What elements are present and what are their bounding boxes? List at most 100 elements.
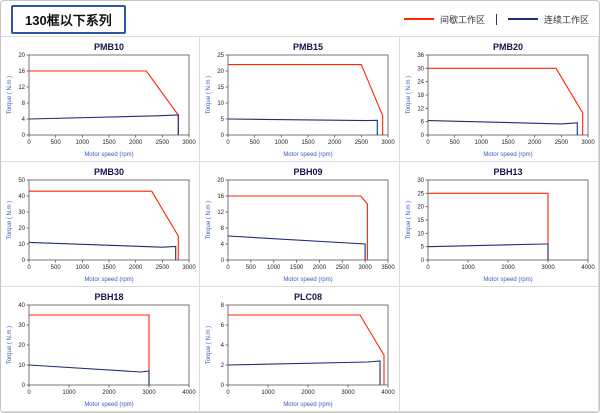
svg-text:2000: 2000 — [528, 140, 542, 146]
svg-text:500: 500 — [250, 140, 261, 146]
svg-text:30: 30 — [18, 323, 25, 329]
svg-text:500: 500 — [246, 265, 257, 271]
svg-text:2500: 2500 — [156, 140, 170, 146]
svg-text:10: 10 — [18, 363, 25, 369]
x-axis-label: Motor speed (rpm) — [483, 152, 532, 158]
svg-text:0: 0 — [221, 133, 225, 139]
svg-text:2000: 2000 — [129, 140, 143, 146]
svg-text:6: 6 — [420, 120, 424, 126]
svg-text:3000: 3000 — [382, 140, 396, 146]
svg-text:0: 0 — [426, 140, 430, 146]
svg-text:0: 0 — [420, 133, 424, 139]
svg-text:50: 50 — [18, 178, 25, 184]
chart-title: PMB30 — [94, 167, 124, 177]
svg-text:2500: 2500 — [554, 140, 568, 146]
svg-text:1500: 1500 — [102, 140, 116, 146]
svg-text:1000: 1000 — [275, 140, 289, 146]
svg-text:0: 0 — [27, 140, 31, 146]
svg-text:8: 8 — [221, 226, 225, 232]
svg-text:0: 0 — [22, 133, 26, 139]
x-axis-label: Motor speed (rpm) — [483, 277, 532, 283]
svg-text:3000: 3000 — [359, 265, 373, 271]
chart-title: PBH13 — [493, 167, 522, 177]
svg-text:2000: 2000 — [102, 390, 116, 396]
svg-text:16: 16 — [18, 69, 25, 75]
svg-text:18: 18 — [417, 93, 424, 99]
svg-text:1000: 1000 — [76, 140, 90, 146]
svg-text:10: 10 — [417, 231, 424, 237]
svg-text:3000: 3000 — [342, 390, 356, 396]
y-axis-label: Torque ( N.m ) — [7, 326, 13, 364]
svg-text:10: 10 — [18, 242, 25, 248]
plot-area — [228, 304, 389, 386]
svg-text:4000: 4000 — [382, 390, 396, 396]
y-axis-label: Torque ( N.m ) — [7, 76, 13, 114]
svg-text:3000: 3000 — [142, 390, 156, 396]
svg-text:4: 4 — [22, 117, 26, 123]
plot-area — [228, 54, 389, 136]
x-axis-label: Motor speed (rpm) — [284, 152, 333, 158]
svg-text:5: 5 — [420, 245, 424, 251]
x-axis-label: Motor speed (rpm) — [84, 402, 133, 408]
y-axis-label: Torque ( N.m ) — [406, 201, 412, 239]
header-bar: 130框以下系列 间歇工作区 连续工作区 — [1, 1, 599, 37]
svg-text:0: 0 — [22, 383, 26, 389]
chart-title: PBH09 — [294, 167, 323, 177]
svg-text:4: 4 — [221, 343, 225, 349]
plot-area — [28, 179, 190, 261]
y-axis-label: Torque ( N.m ) — [206, 76, 212, 114]
plot-area — [427, 179, 589, 261]
svg-text:2000: 2000 — [313, 265, 327, 271]
svg-text:40: 40 — [18, 194, 25, 200]
legend-continuous-label: 连续工作区 — [543, 14, 589, 25]
svg-text:1500: 1500 — [102, 265, 116, 271]
series-title-box: 130框以下系列 — [11, 4, 126, 34]
svg-text:15: 15 — [218, 85, 225, 91]
svg-text:1000: 1000 — [76, 265, 90, 271]
svg-text:4000: 4000 — [581, 265, 595, 271]
svg-text:24: 24 — [417, 80, 424, 86]
svg-text:12: 12 — [218, 210, 225, 216]
y-axis-label: Torque ( N.m ) — [206, 326, 212, 364]
svg-text:20: 20 — [218, 178, 225, 184]
svg-text:36: 36 — [417, 53, 424, 59]
x-axis-label: Motor speed (rpm) — [284, 402, 333, 408]
legend-intermittent-label: 间歇工作区 — [439, 14, 485, 25]
svg-text:2: 2 — [221, 363, 225, 369]
svg-text:6: 6 — [221, 323, 225, 329]
svg-text:4: 4 — [221, 242, 225, 248]
svg-text:3000: 3000 — [581, 140, 595, 146]
svg-text:20: 20 — [218, 69, 225, 75]
svg-text:1000: 1000 — [262, 390, 276, 396]
svg-text:2000: 2000 — [302, 390, 316, 396]
y-axis-label: Torque ( N.m ) — [406, 76, 412, 114]
svg-text:1000: 1000 — [474, 140, 488, 146]
svg-text:1000: 1000 — [461, 265, 475, 271]
svg-text:12: 12 — [417, 106, 424, 112]
svg-text:15: 15 — [417, 218, 424, 224]
svg-text:30: 30 — [417, 178, 424, 184]
svg-text:25: 25 — [417, 191, 424, 197]
y-axis-label: Torque ( N.m ) — [7, 201, 13, 239]
svg-text:500: 500 — [449, 140, 460, 146]
plot-area — [28, 54, 190, 136]
svg-text:1500: 1500 — [501, 140, 515, 146]
series-title: 130框以下系列 — [25, 12, 112, 28]
svg-text:5: 5 — [221, 117, 225, 123]
svg-text:30: 30 — [417, 66, 424, 72]
x-axis-label: Motor speed (rpm) — [84, 277, 133, 283]
svg-text:1500: 1500 — [290, 265, 304, 271]
chart-title: PLC08 — [294, 292, 322, 302]
svg-text:2500: 2500 — [336, 265, 350, 271]
